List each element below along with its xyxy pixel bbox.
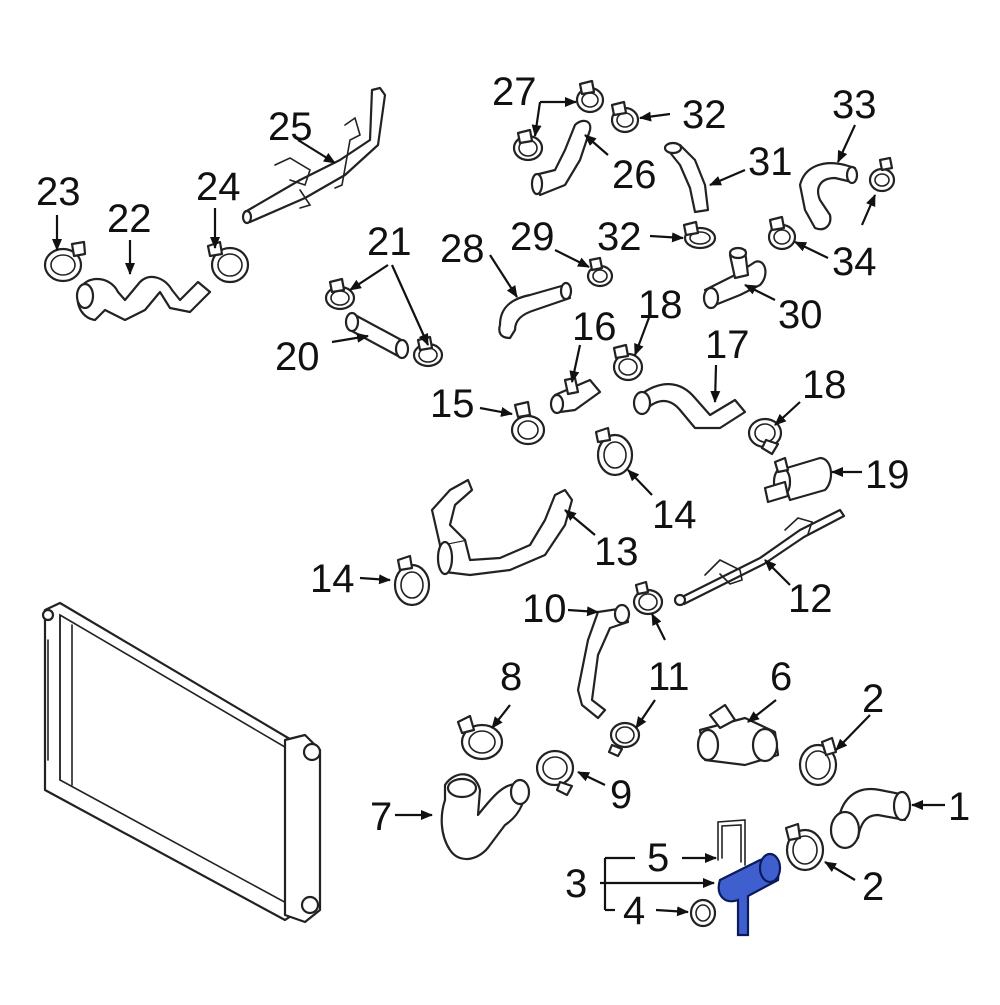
fitting-part-16 — [549, 376, 602, 415]
callout-32-lower: 32 — [597, 215, 642, 259]
clamp-part-23 — [43, 240, 87, 283]
callout-1: 1 — [948, 785, 970, 829]
callout-14-right: 14 — [652, 493, 697, 537]
clamp-part-14-left — [393, 554, 431, 607]
clamp-part-34-left — [767, 215, 797, 251]
clamp-part-21-right — [412, 335, 444, 368]
hose-part-22 — [75, 275, 212, 322]
callout-labels: 1 2 2 3 4 5 6 7 8 9 10 11 11 12 13 14 14… — [36, 70, 970, 933]
hose-part-28 — [498, 281, 573, 340]
callout-19: 19 — [865, 453, 910, 497]
callout-29: 29 — [510, 215, 555, 259]
hose-part-26 — [530, 119, 592, 197]
callout-26: 26 — [612, 153, 657, 197]
clamp-part-32-lower — [682, 220, 717, 250]
callout-28: 28 — [440, 227, 485, 271]
clamp-part-9 — [535, 749, 575, 797]
callout-3: 3 — [565, 862, 587, 906]
callout-5: 5 — [647, 836, 669, 880]
hose-part-13 — [430, 478, 574, 577]
hose-part-10 — [576, 603, 631, 720]
callout-18-lower: 18 — [802, 363, 847, 407]
clamp-part-27-lower — [512, 128, 544, 162]
callout-2-lower: 2 — [862, 865, 884, 909]
callout-21: 21 — [367, 220, 412, 264]
clamp-part-29 — [586, 256, 614, 288]
callout-2-upper: 2 — [862, 677, 884, 721]
callout-9: 9 — [610, 773, 632, 817]
callout-7: 7 — [370, 795, 392, 839]
callout-23: 23 — [36, 170, 81, 214]
callout-27: 27 — [492, 70, 537, 114]
callout-15: 15 — [430, 382, 475, 426]
pump-part-19 — [763, 456, 833, 504]
clip-part-5 — [717, 819, 746, 866]
callout-31: 31 — [748, 140, 793, 184]
callout-6: 6 — [770, 655, 792, 699]
clamp-part-24 — [206, 240, 250, 284]
oring-part-4 — [689, 898, 717, 928]
hose-part-7 — [440, 773, 531, 861]
clamp-part-34-right — [868, 156, 896, 193]
clamp-part-18-upper — [612, 343, 644, 382]
callout-20: 20 — [275, 335, 320, 379]
clamp-part-15 — [510, 400, 546, 446]
leader-lines — [52, 97, 945, 917]
clamp-part-11-upper — [632, 580, 664, 616]
pipe-part-3-highlighted — [717, 852, 782, 937]
callout-4: 4 — [623, 889, 645, 933]
callout-14-left: 14 — [310, 557, 355, 601]
callout-10: 10 — [522, 587, 567, 631]
callout-12: 12 — [788, 577, 833, 621]
callout-33: 33 — [832, 83, 877, 127]
clamp-part-14-right — [594, 426, 634, 477]
callout-24: 24 — [196, 165, 241, 209]
callout-34: 34 — [832, 240, 877, 284]
callout-11-lower: 11 — [648, 655, 690, 699]
clamp-part-2-upper — [798, 736, 838, 787]
callout-17: 17 — [705, 323, 750, 367]
callout-22: 22 — [107, 197, 152, 241]
clamp-part-18-lower — [747, 417, 783, 456]
callout-30: 30 — [778, 293, 823, 337]
hose-part-33 — [798, 162, 859, 231]
callout-13: 13 — [594, 530, 639, 574]
fitting-part-30 — [702, 246, 767, 310]
radiator — [41, 601, 322, 924]
clamp-part-11-lower — [607, 721, 641, 758]
pipe-part-12 — [673, 508, 846, 607]
clamp-part-32-upper — [610, 100, 640, 134]
callout-18-upper: 18 — [638, 283, 683, 327]
hose-part-20 — [344, 311, 410, 360]
callout-8: 8 — [500, 655, 522, 699]
callout-32-upper: 32 — [682, 93, 727, 137]
clamp-part-27-upper — [575, 79, 605, 114]
hose-part-1 — [829, 787, 912, 850]
clamp-part-21-left — [324, 277, 356, 311]
clamp-part-2-lower — [784, 822, 825, 872]
callout-25: 25 — [268, 105, 313, 149]
housing-part-6 — [696, 703, 780, 767]
callout-16: 16 — [572, 305, 617, 349]
clamp-part-8 — [456, 714, 504, 761]
pipe-part-25 — [241, 86, 387, 225]
hose-part-31 — [663, 141, 710, 214]
hose-part-17 — [632, 383, 747, 430]
